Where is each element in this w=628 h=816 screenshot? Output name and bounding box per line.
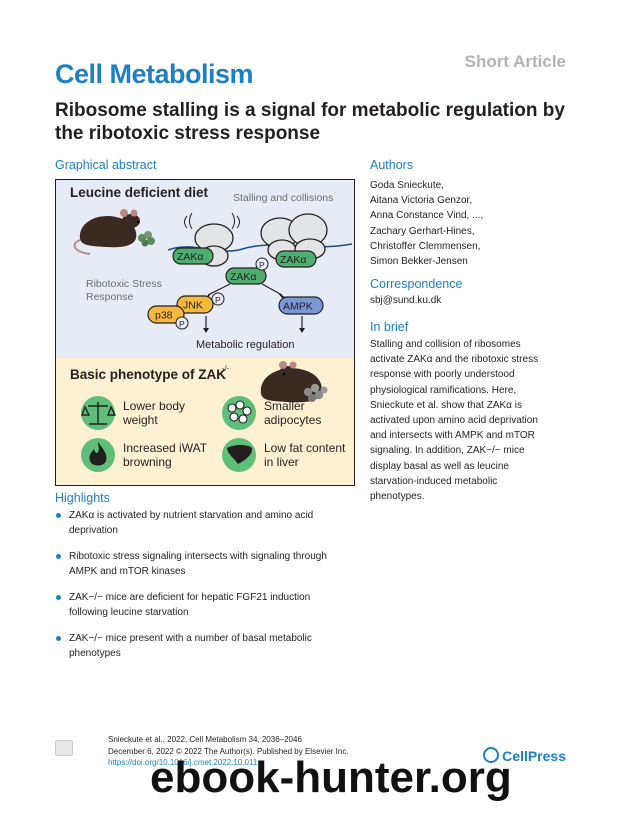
flame-icon [89, 442, 107, 466]
pathway-arrows [205, 283, 303, 328]
in-brief-line: physiological ramifications. Here, [370, 384, 517, 396]
zak-alpha-label: ZAKα [177, 251, 204, 263]
ga-phenotype-panel: Basic phenotype of ZAK -/- [70, 361, 346, 472]
highlight-item: ZAK−/− mice are deficient for hepatic FG… [55, 590, 365, 620]
highlights-heading: Highlights [55, 491, 110, 505]
in-brief-text: Stalling and collision of ribosomes acti… [370, 337, 590, 504]
rsr-label-line1: Ribotoxic Stress [86, 278, 162, 290]
phenotype-text: in liver [264, 455, 299, 469]
jnk-label: JNK [183, 300, 203, 312]
phospho-marker [175, 316, 189, 330]
citation-line: Snieckute et al., 2022, Cell Metabolism … [108, 735, 302, 744]
ga-bottom-title-superscript: -/- [222, 364, 230, 373]
arrow-heads [203, 292, 305, 333]
highlight-item: ZAK−/− mice present with a number of bas… [55, 631, 365, 661]
journal-name: Cell Metabolism [55, 59, 254, 89]
in-brief-line: display basal as well as leucine [370, 460, 509, 472]
in-brief-line: activated upon amino acid deprivation [370, 415, 538, 427]
ga-bottom-panel: Basic phenotype of ZAK -/- [56, 358, 354, 485]
author-line: Goda Snieckute, [370, 180, 444, 191]
rsr-label-line2: Response [86, 291, 133, 303]
in-brief-line: and intersects with AMPK and mTOR [370, 430, 535, 442]
ga-stalling-label: Stalling and collisions [233, 192, 333, 204]
author-line: Christoffer Clemmensen, [370, 240, 481, 252]
correspondence-email[interactable]: sbj@sund.ku.dk [370, 295, 442, 306]
mouse-icon [73, 209, 140, 255]
highlights-list: ZAKα is activated by nutrient starvation… [55, 508, 365, 670]
ga-top-panel: Leucine deficient diet Stalling and coll… [56, 180, 354, 358]
phenotype-text: Smaller [264, 399, 305, 413]
metabolic-regulation-label: Metabolic regulation [196, 339, 294, 351]
in-brief-line: signaling. In addition, ZAK−/− mice [370, 445, 525, 457]
ga-bottom-title: Basic phenotype of ZAK [70, 367, 226, 382]
in-brief-heading: In brief [370, 320, 409, 334]
ga-pathway-diagram: Leucine deficient diet Stalling and coll… [70, 185, 353, 351]
jnk-node [176, 295, 214, 314]
correspondence-heading: Correspondence [370, 277, 463, 291]
ampk-node [278, 296, 324, 315]
motion-lines-icon [231, 212, 240, 230]
zak-alpha-node [172, 247, 214, 265]
graphical-abstract: Leucine deficient diet Stalling and coll… [55, 179, 355, 486]
in-brief-line: response with poorly understood [370, 369, 515, 381]
phenotype-text: adipocytes [264, 413, 321, 427]
graphical-abstract-heading: Graphical abstract [55, 158, 157, 172]
in-brief-line: Stalling and collision of ribosomes [370, 339, 521, 350]
p38-node [147, 305, 185, 324]
bullet-icon [56, 554, 61, 559]
collided-ribosomes-icon [260, 213, 328, 261]
phenotype-text: weight [122, 413, 158, 427]
p38-label: p38 [155, 310, 173, 322]
phospho-marker [211, 292, 225, 306]
in-brief-line: starvation-induced metabolic [370, 475, 498, 487]
in-brief-line: Snieckute et al. show that ZAKα is [370, 399, 522, 411]
zak-alpha-node [225, 267, 267, 285]
citation-footer: Snieckute et al., 2022, Cell Metabolism … [108, 734, 349, 769]
balance-scale-icon [80, 402, 117, 425]
zak-alpha-node [275, 250, 317, 268]
highlight-item: ZAKα is activated by nutrient starvation… [55, 508, 365, 538]
ga-top-title: Leucine deficient diet [70, 185, 209, 200]
highlight-item: Ribotoxic stress signaling intersects wi… [55, 549, 365, 579]
phenotype-text: Low fat content [264, 441, 346, 455]
cellpress-icon [483, 747, 500, 763]
author-line: Simon Bekker-Jensen [370, 256, 468, 268]
article-title: Ribosome stalling is a signal for metabo… [55, 100, 565, 144]
authors-heading: Authors [370, 158, 414, 172]
date-line: December 6, 2022 © 2022 The Author(s). P… [108, 746, 349, 756]
watermark-text: ebook-hunter.org [150, 753, 512, 802]
phospho-label: P [259, 260, 265, 270]
author-line: Zachary Gerhart-Hines, [370, 225, 475, 237]
phenotype-text: Increased iWAT [123, 441, 208, 455]
food-pellet-icon [303, 383, 328, 402]
bullet-icon [56, 636, 61, 641]
publisher-logo: CellPress [483, 747, 566, 764]
author-line: Aitana Victoria Genzor, [370, 195, 473, 207]
phospho-label: P [179, 319, 185, 329]
author-line: Anna Constance Vind, ..., [370, 210, 484, 222]
phenotype-text: browning [123, 455, 172, 469]
phospho-label: P [215, 295, 221, 305]
bullet-icon [56, 595, 61, 600]
liver-icon [227, 445, 253, 464]
in-brief-line: phenotypes. [370, 491, 425, 503]
check-for-updates-icon[interactable] [55, 740, 73, 756]
authors-list: Goda Snieckute, Aitana Victoria Genzor, … [370, 178, 483, 269]
zak-alpha-label: ZAKα [230, 271, 257, 283]
adipocyte-cluster-icon [227, 400, 252, 424]
doi-link[interactable]: https://doi.org/10.1016/j.cmet.2022.10.0… [108, 758, 258, 767]
bullet-icon [56, 513, 61, 518]
food-pellet-icon [138, 231, 155, 247]
phospho-marker [255, 257, 269, 271]
article-type: Short Article [464, 52, 566, 71]
zak-alpha-label: ZAKα [280, 254, 307, 266]
motion-lines-icon [184, 212, 193, 230]
in-brief-line: activate ZAKα and the ribotoxic stress [370, 354, 539, 366]
phenotype-text: Lower body [123, 399, 185, 413]
ampk-label: AMPK [283, 301, 313, 313]
